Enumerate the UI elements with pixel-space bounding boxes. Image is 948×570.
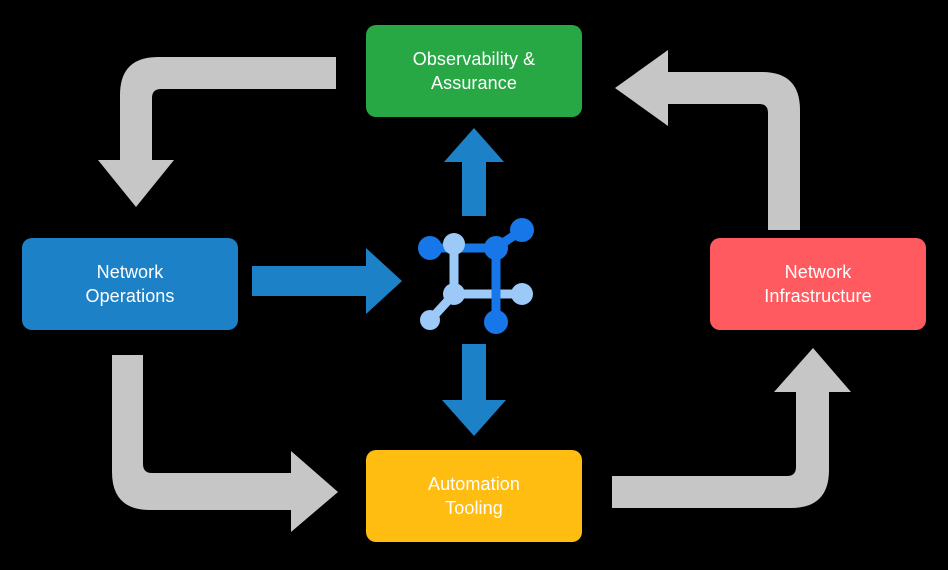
node-network-infrastructure-label: Network Infrastructure — [764, 261, 872, 306]
connector-automation-to-infrastructure — [612, 348, 851, 508]
node-automation-tooling-label: Automation Tooling — [427, 473, 521, 518]
topology-light-nodes — [420, 233, 533, 330]
node-network-operations[interactable]: Network Operations — [22, 238, 238, 330]
connector-observability-to-ops — [98, 57, 336, 207]
topology-dark-nodes — [418, 218, 534, 334]
connector-ops-to-hub — [252, 248, 402, 314]
connector-ops-to-automation — [112, 355, 338, 532]
topology-light-edges — [427, 239, 527, 323]
connector-infrastructure-to-observability — [615, 50, 800, 230]
network-topology-icon — [418, 218, 534, 334]
node-observability-assurance[interactable]: Observability & Assurance — [366, 25, 582, 117]
connector-hub-to-observability — [444, 128, 504, 216]
node-network-infrastructure[interactable]: Network Infrastructure — [710, 238, 926, 330]
node-automation-tooling[interactable]: Automation Tooling — [366, 450, 582, 542]
connector-hub-to-automation — [442, 344, 506, 436]
node-network-operations-label: Network Operations — [85, 261, 175, 306]
node-observability-assurance-label: Observability & Assurance — [412, 48, 536, 93]
